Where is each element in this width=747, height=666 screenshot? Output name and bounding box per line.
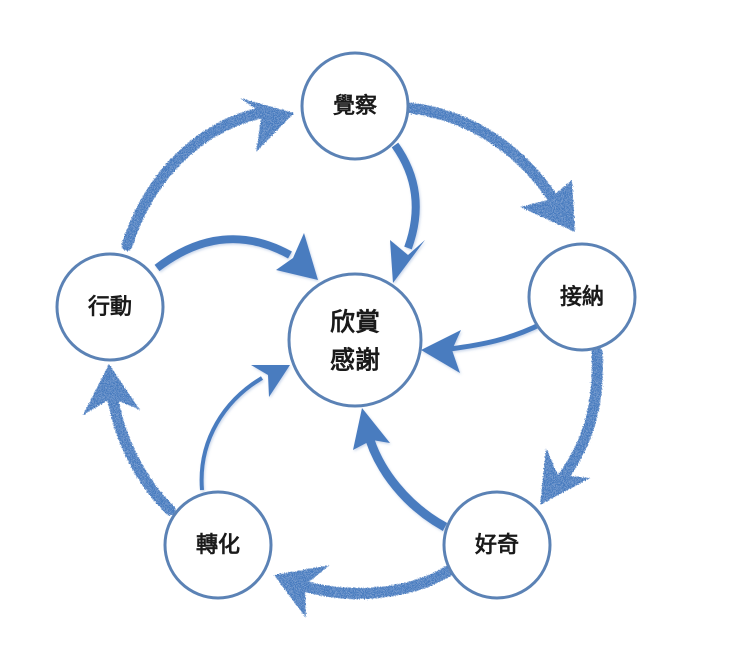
hub-arrow-awareness — [390, 142, 425, 283]
node-label: 接納 — [560, 284, 604, 310]
cycle-arrow-transformation-to-action — [83, 364, 176, 516]
node-curiosity: 好奇 — [442, 490, 552, 600]
node-circle — [442, 490, 552, 600]
node-circle — [55, 252, 165, 362]
node-circle — [163, 490, 273, 600]
cycle-arrow-acceptance-to-curiosity — [540, 346, 603, 505]
node-label: 好奇 — [474, 532, 519, 558]
node-transformation: 轉化 — [163, 490, 273, 600]
center-label-line-2: 感謝 — [330, 346, 380, 375]
hub-arrow-acceptance — [421, 320, 545, 373]
cycle-arrow-curiosity-to-transformation — [274, 564, 456, 618]
hub-arrow-action — [154, 233, 318, 280]
node-action: 行動 — [55, 252, 165, 362]
node-circle — [527, 242, 637, 352]
node-awareness: 覺察 — [300, 51, 410, 161]
node-acceptance: 接納 — [527, 242, 637, 352]
hub-arrows — [154, 142, 545, 531]
node-circle — [300, 51, 410, 161]
cycle-arrow-action-to-awareness — [121, 98, 294, 251]
hub-arrow-transformation — [199, 365, 290, 491]
hub-arrow-curiosity — [353, 408, 448, 531]
cycle-arrows — [83, 98, 603, 618]
node-label: 行動 — [87, 294, 132, 320]
cycle-arrow-awareness-to-acceptance — [404, 102, 575, 232]
node-label: 覺察 — [332, 93, 378, 119]
center-circle — [287, 272, 423, 408]
node-label: 轉化 — [196, 532, 240, 558]
node-appreciation-gratitude: 欣賞 感謝 — [287, 272, 423, 408]
center-label-line-1: 欣賞 — [330, 308, 380, 337]
